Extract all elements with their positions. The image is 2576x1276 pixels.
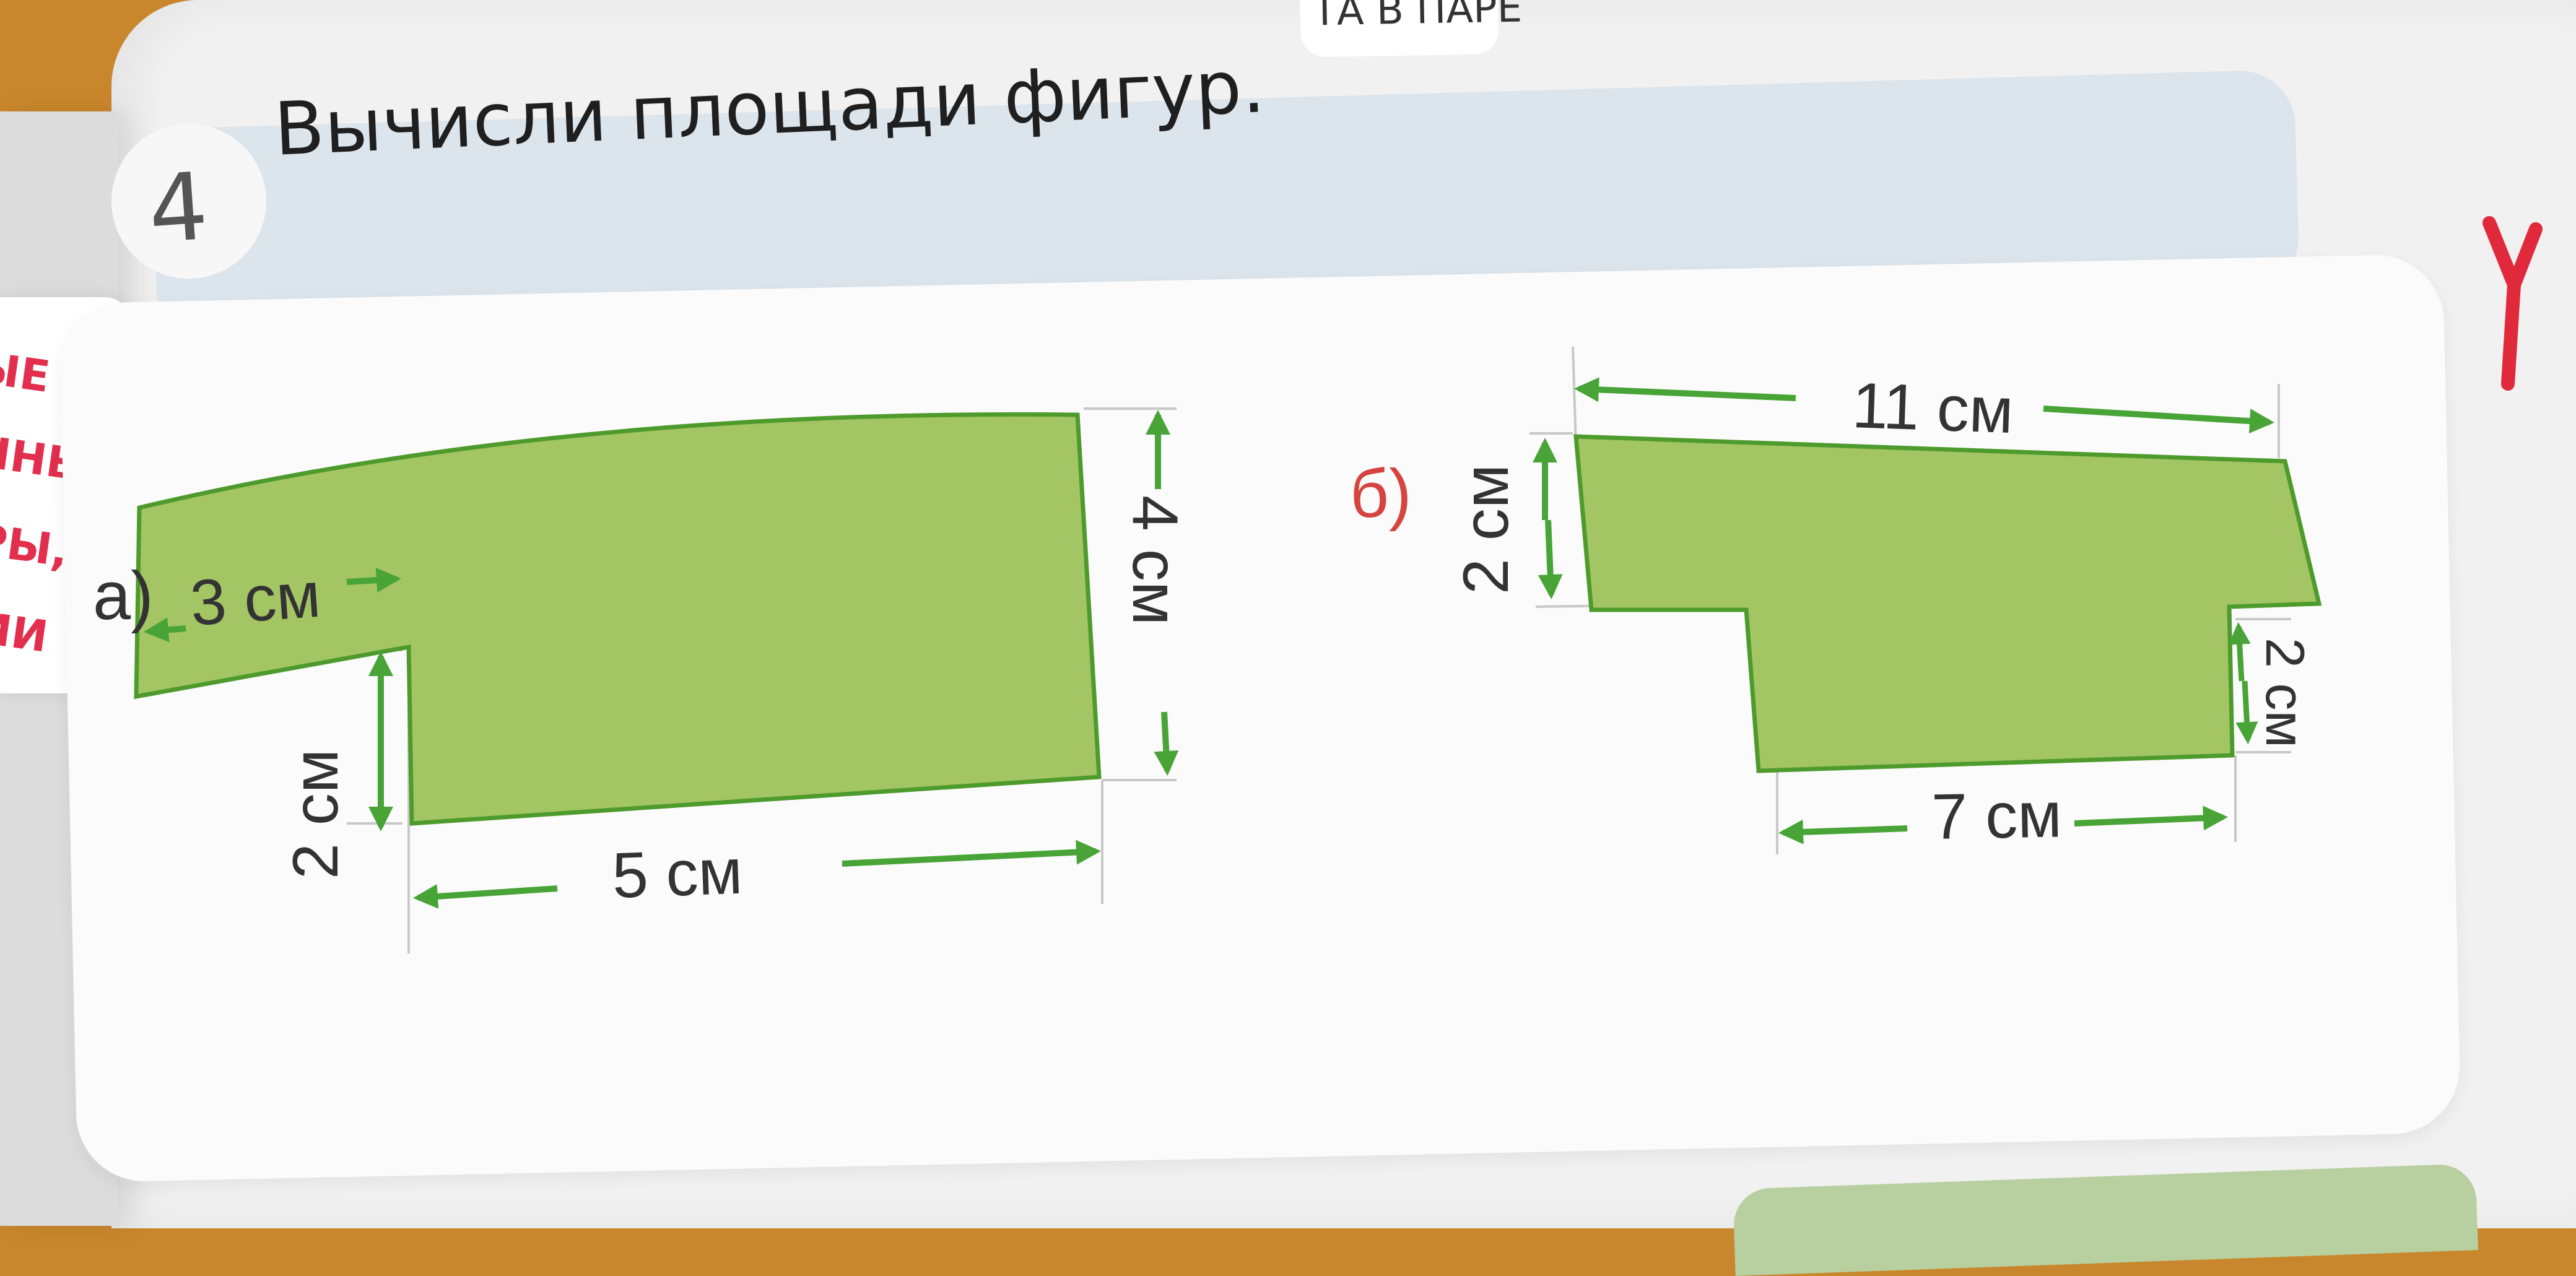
- figure-a-dim-left-step: 2 см: [280, 651, 393, 879]
- figure-a-dim-bottom-text: 5 см: [611, 836, 744, 912]
- figure-a-dim-bottom: 5 см: [413, 836, 1101, 912]
- figure-b-dim-left: 2 см: [1450, 438, 1563, 599]
- figure-b-dim-right-text: 2 см: [2255, 638, 2316, 748]
- figure-b-shape: [1573, 434, 2322, 773]
- figure-a-dim-left-step-text: 2 см: [280, 749, 352, 879]
- figure-b-dim-bottom: 7 см: [1778, 779, 2228, 853]
- figure-b-dim-left-text: 2 см: [1450, 464, 1522, 594]
- figure-a-dim-top-left-text: 3 см: [188, 559, 323, 640]
- task-number-badge: [111, 124, 266, 279]
- figure-a-dim-top-left: 3 см: [144, 559, 401, 643]
- red-check-mark: [2482, 216, 2543, 391]
- figure-b-dim-right: 2 см: [2228, 622, 2316, 748]
- figure-b-dim-bottom-text: 7 см: [1931, 779, 2062, 853]
- figures-canvas: а) 3 см 2 см 5 см 4 см б) 11 см: [93, 346, 2322, 953]
- figure-a-shape: [134, 412, 1102, 826]
- figure-b-dim-top: 11 см: [1574, 370, 2274, 447]
- figure-a-dim-right: 4 см: [1119, 410, 1191, 776]
- figure-a-dim-right-text: 4 см: [1119, 495, 1191, 625]
- figure-b-dim-top-text: 11 см: [1851, 370, 2014, 447]
- figure-a-label: а): [93, 558, 154, 634]
- figure-b-label: б): [1350, 456, 1412, 532]
